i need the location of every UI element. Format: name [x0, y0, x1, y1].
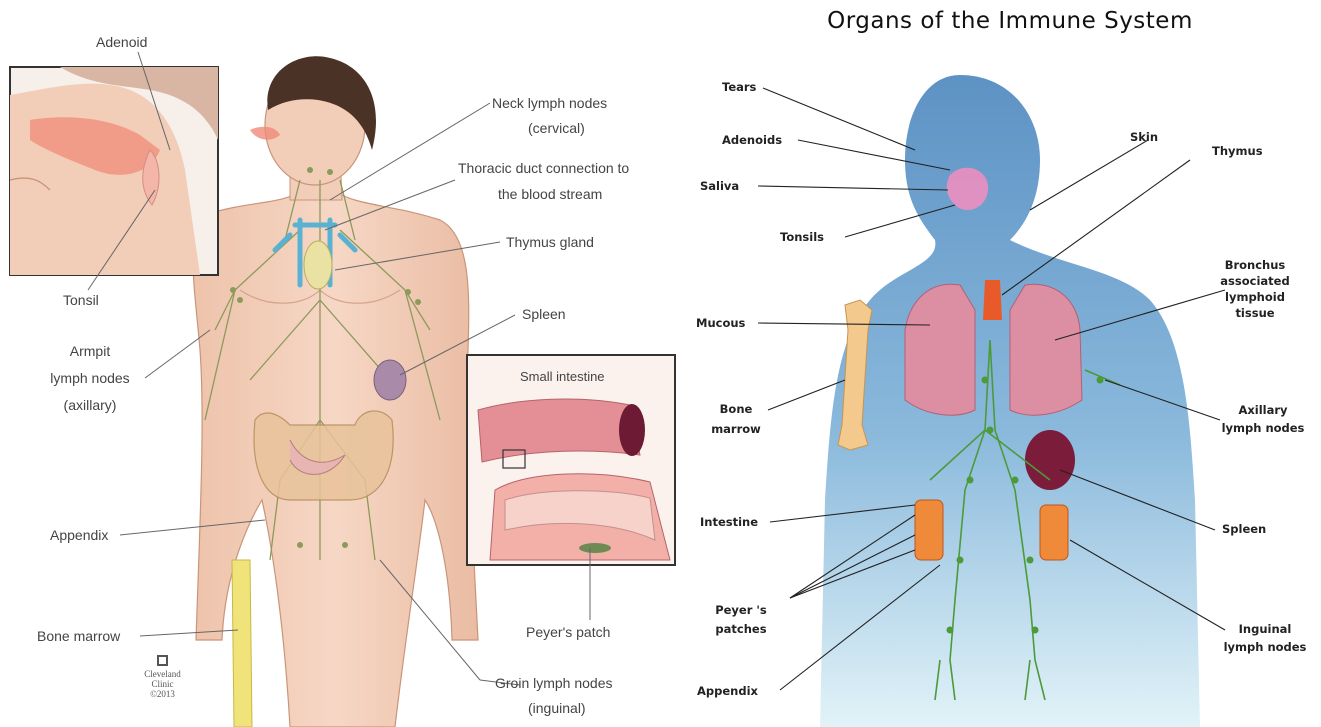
label-appendix: Appendix	[50, 527, 108, 544]
label-bone-marrow: Bone marrow	[37, 628, 120, 645]
label-bronchus-line4: tissue	[1210, 306, 1300, 320]
label-inguinal-line1: Inguinal	[1220, 622, 1310, 636]
label-armpit-line1: Armpit	[40, 343, 140, 360]
thymus-gland	[304, 241, 332, 289]
label-peyers-line2: patches	[706, 622, 776, 636]
spleen	[374, 360, 406, 400]
label-axillary-line1: Axillary	[1218, 403, 1308, 417]
diagram-title: Organs of the Immune System	[800, 8, 1220, 34]
label-axillary-line2: lymph nodes	[1218, 421, 1308, 435]
label-groin-line1: Groin lymph nodes	[495, 675, 613, 692]
intestine-right	[1040, 505, 1068, 560]
intestine-inset	[467, 355, 675, 565]
label-armpit-line2: lymph nodes	[40, 370, 140, 387]
label-appendix-right: Appendix	[697, 684, 758, 698]
label-tonsil: Tonsil	[63, 292, 99, 309]
label-peyers-patch: Peyer's patch	[526, 624, 610, 641]
logo-line1: Cleveland	[140, 669, 185, 679]
label-thoracic-line1: Thoracic duct connection to	[458, 160, 629, 177]
label-inguinal-line2: lymph nodes	[1220, 640, 1310, 654]
logo-line2: Clinic	[140, 679, 185, 689]
left-lung	[905, 284, 975, 415]
label-bronchus-line3: lymphoid	[1210, 290, 1300, 304]
cleveland-clinic-logo: Cleveland Clinic ©2013	[140, 655, 185, 699]
label-bronchus-line1: Bronchus	[1210, 258, 1300, 272]
label-intestine: Intestine	[700, 515, 758, 529]
label-skin: Skin	[1130, 130, 1158, 144]
label-groin-line2: (inguinal)	[528, 700, 586, 717]
label-mucous: Mucous	[696, 316, 745, 330]
label-thymus-right: Thymus	[1212, 144, 1263, 158]
label-peyers-line1: Peyer 's	[706, 603, 776, 617]
right-body-figure	[820, 75, 1200, 727]
label-adenoids: Adenoids	[722, 133, 782, 147]
label-saliva: Saliva	[700, 179, 739, 193]
label-tonsils: Tonsils	[780, 230, 824, 244]
label-armpit-line3: (axillary)	[40, 397, 140, 414]
label-bone-line1: Bone	[706, 402, 766, 416]
label-neck-line1: Neck lymph nodes	[492, 95, 607, 112]
logo-year: ©2013	[140, 689, 185, 699]
label-neck-line2: (cervical)	[528, 120, 585, 137]
label-bone-line2: marrow	[706, 422, 766, 436]
label-thymus-gland: Thymus gland	[506, 234, 594, 251]
spleen-organ	[1025, 430, 1075, 490]
right-lung	[1010, 284, 1082, 415]
logo-square-icon	[157, 655, 168, 666]
head-inset	[10, 67, 218, 275]
label-adenoid: Adenoid	[96, 34, 147, 51]
femur	[232, 560, 252, 727]
label-spleen: Spleen	[522, 306, 566, 323]
label-thoracic-line2: the blood stream	[498, 186, 602, 203]
label-small-intestine: Small intestine	[520, 368, 605, 385]
label-spleen-right: Spleen	[1222, 522, 1266, 536]
intestine-left	[915, 500, 943, 560]
label-tears: Tears	[722, 80, 756, 94]
label-bronchus-line2: associated	[1210, 274, 1300, 288]
